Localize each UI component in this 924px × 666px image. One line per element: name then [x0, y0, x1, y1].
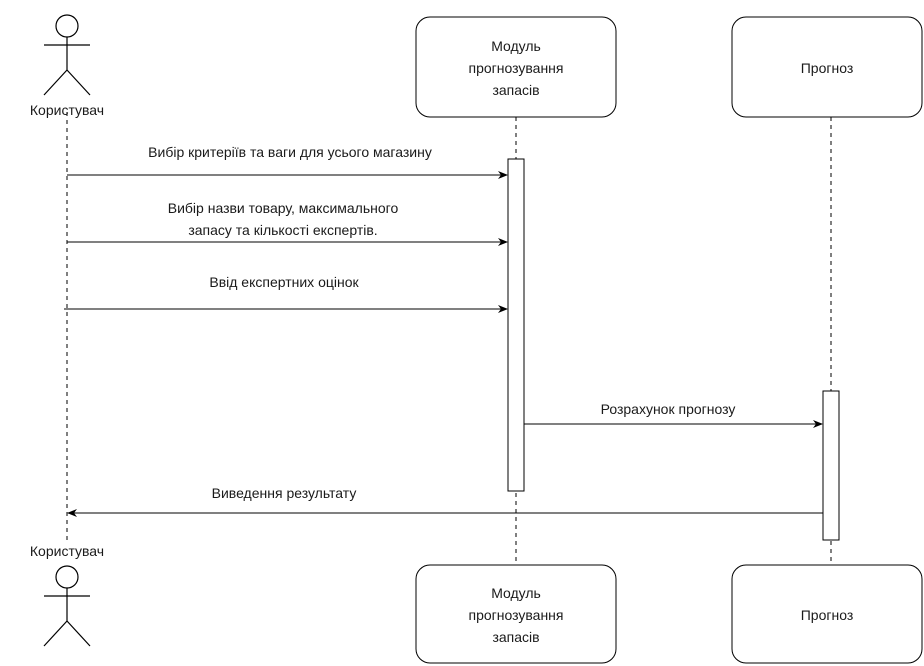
module-box-top-line-3: запасів — [492, 82, 539, 98]
message-label: Вибір критеріїв та ваги для усього магаз… — [148, 144, 432, 160]
module-box-bottom: Модуль прогнозування запасів — [415, 564, 617, 664]
module-box-bottom-line-3: запасів — [492, 629, 539, 645]
message-label: Розрахунок прогнозу — [601, 401, 736, 417]
user-actor-top: Користувач — [30, 14, 104, 118]
actor-head-icon — [55, 14, 79, 38]
forecast-box-top: Прогноз — [731, 16, 923, 118]
actor-head-icon — [55, 565, 79, 589]
module-box-bottom-line-2: прогнозування — [469, 607, 564, 623]
message-output-result: Виведення результату — [67, 485, 823, 517]
message-calculate-forecast: Розрахунок прогнозу — [524, 401, 823, 428]
module-box-bottom-line-1: Модуль — [491, 585, 541, 601]
user-actor-top-label: Користувач — [30, 102, 104, 118]
message-label-line-2: запасу та кількості експертів. — [188, 222, 377, 238]
forecast-box-bottom-label: Прогноз — [801, 607, 854, 623]
forecast-box-bottom: Прогноз — [731, 564, 923, 664]
user-actor-bottom-label: Користувач — [30, 543, 104, 559]
module-box-top-line-1: Модуль — [491, 38, 541, 54]
message-label: Ввід експертних оцінок — [209, 274, 359, 290]
message-label: Виведення результату — [212, 485, 357, 501]
message-expert-input: Ввід експертних оцінок — [64, 274, 508, 313]
message-label-line-1: Вибір назви товару, максимального — [168, 200, 399, 216]
user-actor-bottom: Користувач — [30, 543, 104, 647]
module-box-top-line-2: прогнозування — [469, 60, 564, 76]
module-activation-bar — [507, 158, 525, 492]
module-box-top: Модуль прогнозування запасів — [415, 16, 617, 118]
forecast-activation-bar — [822, 390, 840, 541]
forecast-box-top-label: Прогноз — [801, 60, 854, 76]
message-select-criteria: Вибір критеріїв та ваги для усього магаз… — [67, 144, 508, 179]
message-select-product: Вибір назви товару, максимального запасу… — [67, 200, 508, 246]
